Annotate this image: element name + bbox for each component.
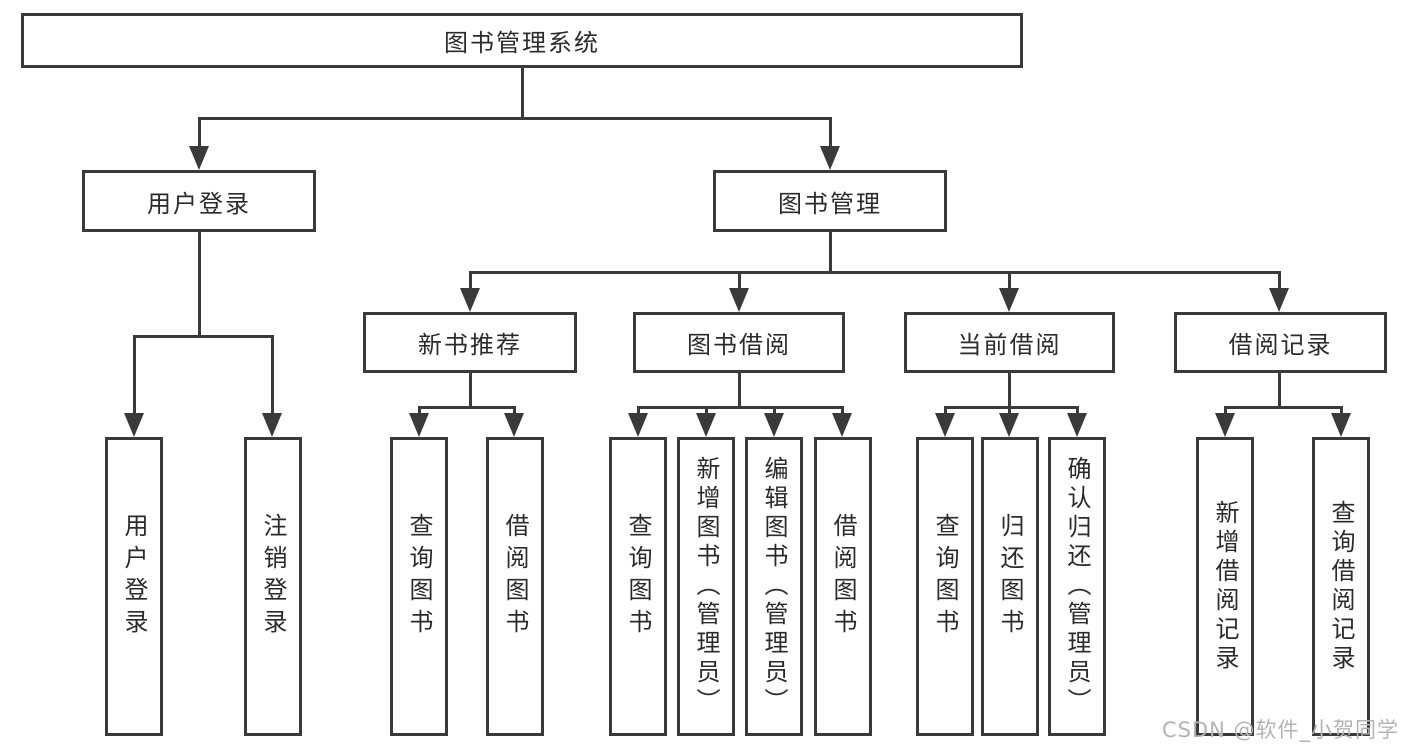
- leaf-borrow-books-2: 借阅图书: [814, 437, 872, 736]
- arrow-leaf: [764, 413, 784, 437]
- leaf-label: 确认归还（管理员）: [1063, 456, 1091, 717]
- connector-drop-leaf: [705, 406, 708, 416]
- node-book-borrow: 图书借阅: [633, 312, 845, 373]
- arrow-book-mgmt: [820, 146, 840, 170]
- arrow-leaf: [1331, 413, 1351, 437]
- connector-current-borrow-stem: [1008, 373, 1011, 409]
- leaf-edit-books-admin: 编辑图书（管理员）: [745, 437, 803, 736]
- connector-book-borrow-stem: [738, 373, 741, 409]
- arrow-book-borrow: [729, 288, 749, 312]
- leaf-borrow-books-1: 借阅图书: [486, 437, 544, 736]
- arrow-leaf: [628, 413, 648, 437]
- connector-drop-leaf: [1340, 406, 1343, 416]
- node-root-label: 图书管理系统: [444, 29, 600, 57]
- connector-drop-leaf: [1224, 406, 1227, 416]
- connector-root-stem: [521, 68, 524, 118]
- connector-drop-leaf: [841, 406, 844, 416]
- connector-drop-leaf: [944, 406, 947, 416]
- arrow-leaf: [504, 413, 524, 437]
- connector-book-borrow-rail: [637, 406, 844, 409]
- csdn-watermark: CSDN @软件_小贺同学: [1161, 718, 1399, 742]
- leaf-label: 查询图书: [405, 512, 433, 641]
- node-current-borrow-label: 当前借阅: [957, 331, 1062, 359]
- leaf-add-books-admin: 新增图书（管理员）: [677, 437, 735, 736]
- leaf-label: 借阅图书: [829, 512, 857, 641]
- arrow-user-login: [189, 146, 209, 170]
- connector-new-books-rail: [418, 406, 516, 409]
- connector-root-rail: [198, 117, 831, 120]
- arrow-leaf: [1067, 413, 1087, 437]
- leaf-query-books-2: 查询图书: [609, 437, 667, 736]
- leaf-confirm-return-admin: 确认归还（管理员）: [1048, 437, 1106, 736]
- leaf-logout: 注销登录: [244, 437, 302, 736]
- node-user-login-label: 用户登录: [147, 189, 251, 218]
- arrow-borrow-records: [1269, 288, 1289, 312]
- connector-drop-leaf: [637, 406, 640, 416]
- leaf-add-borrow-record: 新增借阅记录: [1196, 437, 1254, 736]
- connector-drop-leaf: [1076, 406, 1079, 416]
- leaf-label: 查询借阅记录: [1327, 499, 1355, 674]
- leaf-label: 用户登录: [120, 512, 148, 641]
- arrow-leaf: [409, 413, 429, 437]
- leaf-label: 查询图书: [624, 512, 652, 641]
- connector-book-mgmt-stem: [829, 232, 832, 273]
- connector-user-login-stem: [198, 232, 201, 337]
- connector-drop-leaf: [773, 406, 776, 416]
- arrow-leaf: [696, 413, 716, 437]
- connector-drop-leaf: [1008, 406, 1011, 416]
- node-borrow-records-label: 借阅记录: [1228, 331, 1333, 359]
- connector-borrow-records-rail: [1224, 406, 1342, 409]
- arrow-leaf: [832, 413, 852, 437]
- connector-drop-leaf: [418, 406, 421, 416]
- connector-user-login-rail: [133, 335, 274, 338]
- arrow-new-books: [460, 288, 480, 312]
- connector-drop-leaf: [513, 406, 516, 416]
- leaf-label: 新增图书（管理员）: [692, 456, 720, 717]
- connector-drop-book-borrow: [738, 271, 741, 290]
- arrow-leaf: [999, 413, 1019, 437]
- leaf-label: 查询图书: [931, 512, 959, 641]
- leaf-label: 借阅图书: [501, 512, 529, 641]
- leaf-query-books-3: 查询图书: [916, 437, 974, 736]
- leaf-query-books-1: 查询图书: [390, 437, 448, 736]
- node-root: 图书管理系统: [21, 13, 1023, 68]
- connector-current-borrow-rail: [944, 406, 1078, 409]
- connector-drop-current-borrow: [1008, 271, 1011, 290]
- connector-borrow-records-stem: [1278, 373, 1281, 409]
- leaf-user-login: 用户登录: [105, 437, 163, 736]
- arrow-leaf: [124, 413, 144, 437]
- leaf-return-books: 归还图书: [981, 437, 1039, 736]
- arrow-leaf: [262, 413, 282, 437]
- node-borrow-records: 借阅记录: [1174, 312, 1387, 373]
- leaf-label: 注销登录: [259, 512, 287, 641]
- arrow-leaf: [1215, 413, 1235, 437]
- connector-drop-user-login: [198, 117, 201, 148]
- connector-drop-new-books: [469, 271, 472, 290]
- arrow-current-borrow: [999, 288, 1019, 312]
- leaf-label: 归还图书: [996, 512, 1024, 641]
- node-book-borrow-label: 图书借阅: [687, 331, 791, 359]
- leaf-label: 编辑图书（管理员）: [760, 456, 788, 717]
- node-book-mgmt: 图书管理: [713, 170, 947, 232]
- connector-new-books-stem: [469, 373, 472, 409]
- node-new-books: 新书推荐: [363, 312, 577, 373]
- connector-drop-leaf: [133, 335, 136, 415]
- node-user-login: 用户登录: [82, 170, 316, 232]
- node-current-borrow: 当前借阅: [904, 312, 1115, 373]
- leaf-query-borrow-record: 查询借阅记录: [1312, 437, 1370, 736]
- connector-drop-borrow-records: [1278, 271, 1281, 290]
- node-new-books-label: 新书推荐: [418, 331, 522, 359]
- connector-drop-book-mgmt: [829, 117, 832, 148]
- arrow-leaf: [935, 413, 955, 437]
- node-book-mgmt-label: 图书管理: [778, 189, 882, 218]
- connector-book-mgmt-rail: [469, 271, 1281, 274]
- connector-drop-leaf: [271, 335, 274, 415]
- leaf-label: 新增借阅记录: [1211, 499, 1239, 674]
